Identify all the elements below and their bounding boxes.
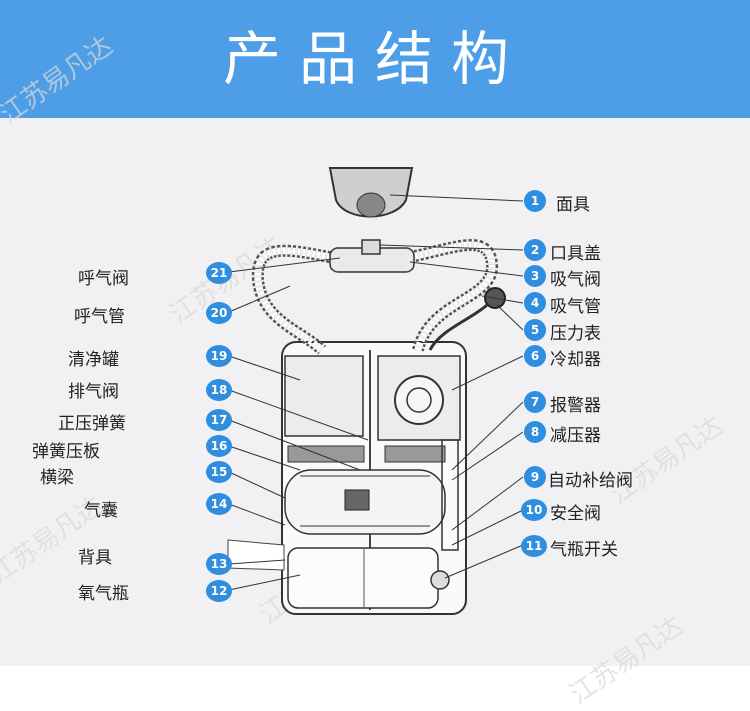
part-number-badge: 1 bbox=[524, 190, 546, 212]
part-number-badge: 5 bbox=[524, 319, 546, 341]
part-label: 气瓶开关 bbox=[550, 535, 618, 560]
inhale-hose bbox=[405, 245, 492, 350]
part-label: 口具盖 bbox=[550, 239, 601, 264]
part-number-badge: 2 bbox=[524, 239, 546, 261]
part-number-badge: 8 bbox=[524, 421, 546, 443]
part-label: 气囊 bbox=[84, 496, 118, 521]
part-label: 排气阀 bbox=[68, 377, 119, 402]
part-label: 吸气管 bbox=[550, 292, 601, 317]
part-number-badge: 15 bbox=[206, 461, 232, 483]
part-number-badge: 9 bbox=[524, 466, 546, 488]
part-number-badge: 10 bbox=[521, 499, 547, 521]
part-label: 呼气阀 bbox=[78, 264, 129, 289]
part-label: 自动补给阀 bbox=[548, 466, 633, 491]
part-label: 压力表 bbox=[550, 319, 601, 344]
part-number-badge: 20 bbox=[206, 302, 232, 324]
part-number-badge: 16 bbox=[206, 435, 232, 457]
part-label: 面具 bbox=[556, 190, 590, 215]
part-number-badge: 3 bbox=[524, 265, 546, 287]
part-label: 冷却器 bbox=[550, 345, 601, 370]
part-label: 弹簧压板 bbox=[32, 437, 100, 462]
part-label: 安全阀 bbox=[550, 499, 601, 524]
part-number-badge: 4 bbox=[524, 292, 546, 314]
part-label: 吸气阀 bbox=[550, 265, 601, 290]
part-label: 氧气瓶 bbox=[78, 579, 129, 604]
part-label: 呼气管 bbox=[74, 302, 125, 327]
part-label: 横梁 bbox=[40, 463, 74, 488]
part-number-badge: 12 bbox=[206, 580, 232, 602]
part-number-badge: 19 bbox=[206, 345, 232, 367]
part-label: 正压弹簧 bbox=[58, 409, 126, 434]
part-label: 背具 bbox=[78, 543, 112, 568]
part-label: 报警器 bbox=[550, 391, 601, 416]
part-number-badge: 14 bbox=[206, 493, 232, 515]
part-number-badge: 21 bbox=[206, 262, 232, 284]
part-label: 清净罐 bbox=[68, 345, 119, 370]
part-number-badge: 13 bbox=[206, 553, 232, 575]
part-number-badge: 11 bbox=[521, 535, 547, 557]
part-number-badge: 7 bbox=[524, 391, 546, 413]
part-number-badge: 6 bbox=[524, 345, 546, 367]
part-number-badge: 17 bbox=[206, 409, 232, 431]
part-label: 减压器 bbox=[550, 421, 601, 446]
part-number-badge: 18 bbox=[206, 379, 232, 401]
oxygen-cylinder bbox=[288, 548, 438, 608]
strap bbox=[228, 540, 284, 570]
